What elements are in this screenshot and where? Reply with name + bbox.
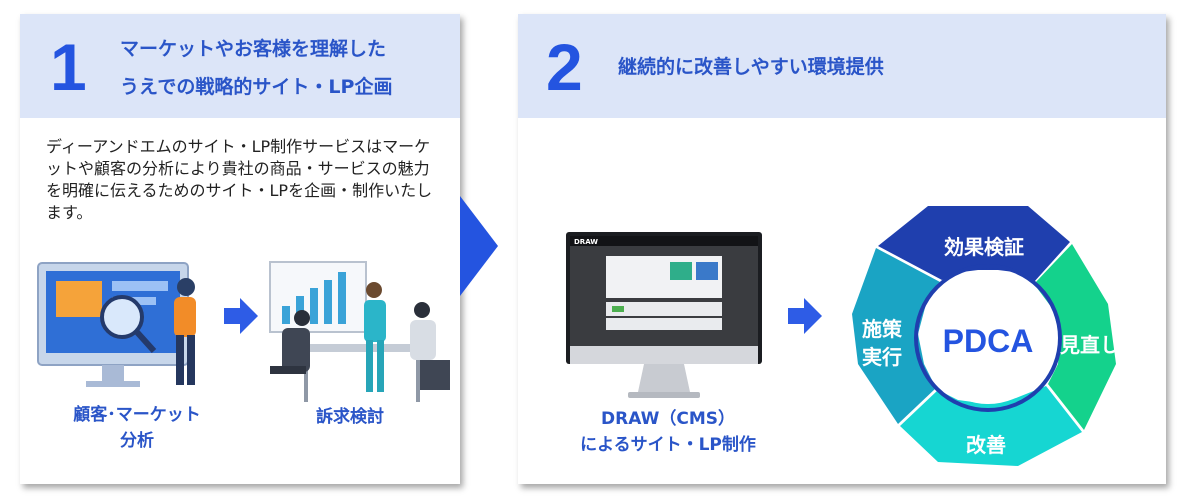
pdca-label-verify: 効果検証 <box>944 235 1024 259</box>
cycle-segment-verify <box>878 206 1070 282</box>
caption-cms-production: DRAW（CMS） によるサイト・LP制作 <box>580 409 756 455</box>
cms-monitor-illustration: DRAW <box>566 232 762 398</box>
step1-number: 1 <box>50 30 87 104</box>
caption-customer-analysis: 顧客･マーケット 分析 <box>73 405 201 451</box>
step2-title: 継続的に改善しやすい環境提供 <box>618 56 884 78</box>
small-arrow-icon <box>224 298 258 334</box>
step2-header: 2 継続的に改善しやすい環境提供 <box>518 14 1166 118</box>
step2-number: 2 <box>546 30 583 104</box>
pdca-label-improve: 改善 <box>966 433 1006 457</box>
meeting-illustration <box>269 261 450 402</box>
monitor-brand: DRAW <box>574 238 598 246</box>
step1-title-line2: うえでの戦略的サイト・LP企画 <box>120 76 393 98</box>
customer-analysis-illustration <box>37 262 196 387</box>
step1-title-line1: マーケットやお客様を理解した <box>120 38 387 60</box>
cycle-segment-improve <box>900 386 1082 466</box>
step1-header: 1 マーケットやお客様を理解した うえでの戦略的サイト・LP企画 <box>20 14 460 118</box>
cycle-segment-execute <box>852 248 940 424</box>
pdca-label-review: 見直し <box>1060 333 1120 357</box>
pdca-label-execute-line1: 施策 <box>862 317 903 341</box>
step1-description: ディーアンドエムのサイト・LP制作サービスはマーケットや顧客の分析により貴社の商… <box>46 137 433 222</box>
big-arrow-icon <box>460 196 498 296</box>
caption-appeal-review: 訴求検討 <box>316 407 384 427</box>
pdca-cycle-diagram: PDCA 効果検証 見直し 改善 施策 実行 <box>852 206 1120 466</box>
cycle-segment-review <box>1034 244 1116 430</box>
step1-panel: 1 マーケットやお客様を理解した うえでの戦略的サイト・LP企画 ディーアンドエ… <box>20 14 460 484</box>
step2-panel: 2 継続的に改善しやすい環境提供 DRAW DRAW（CMS） によるサイト・L… <box>518 14 1166 484</box>
pdca-label-execute-line2: 実行 <box>862 345 902 369</box>
small-arrow-icon <box>788 298 822 334</box>
pdca-center-label: PDCA <box>943 323 1034 359</box>
